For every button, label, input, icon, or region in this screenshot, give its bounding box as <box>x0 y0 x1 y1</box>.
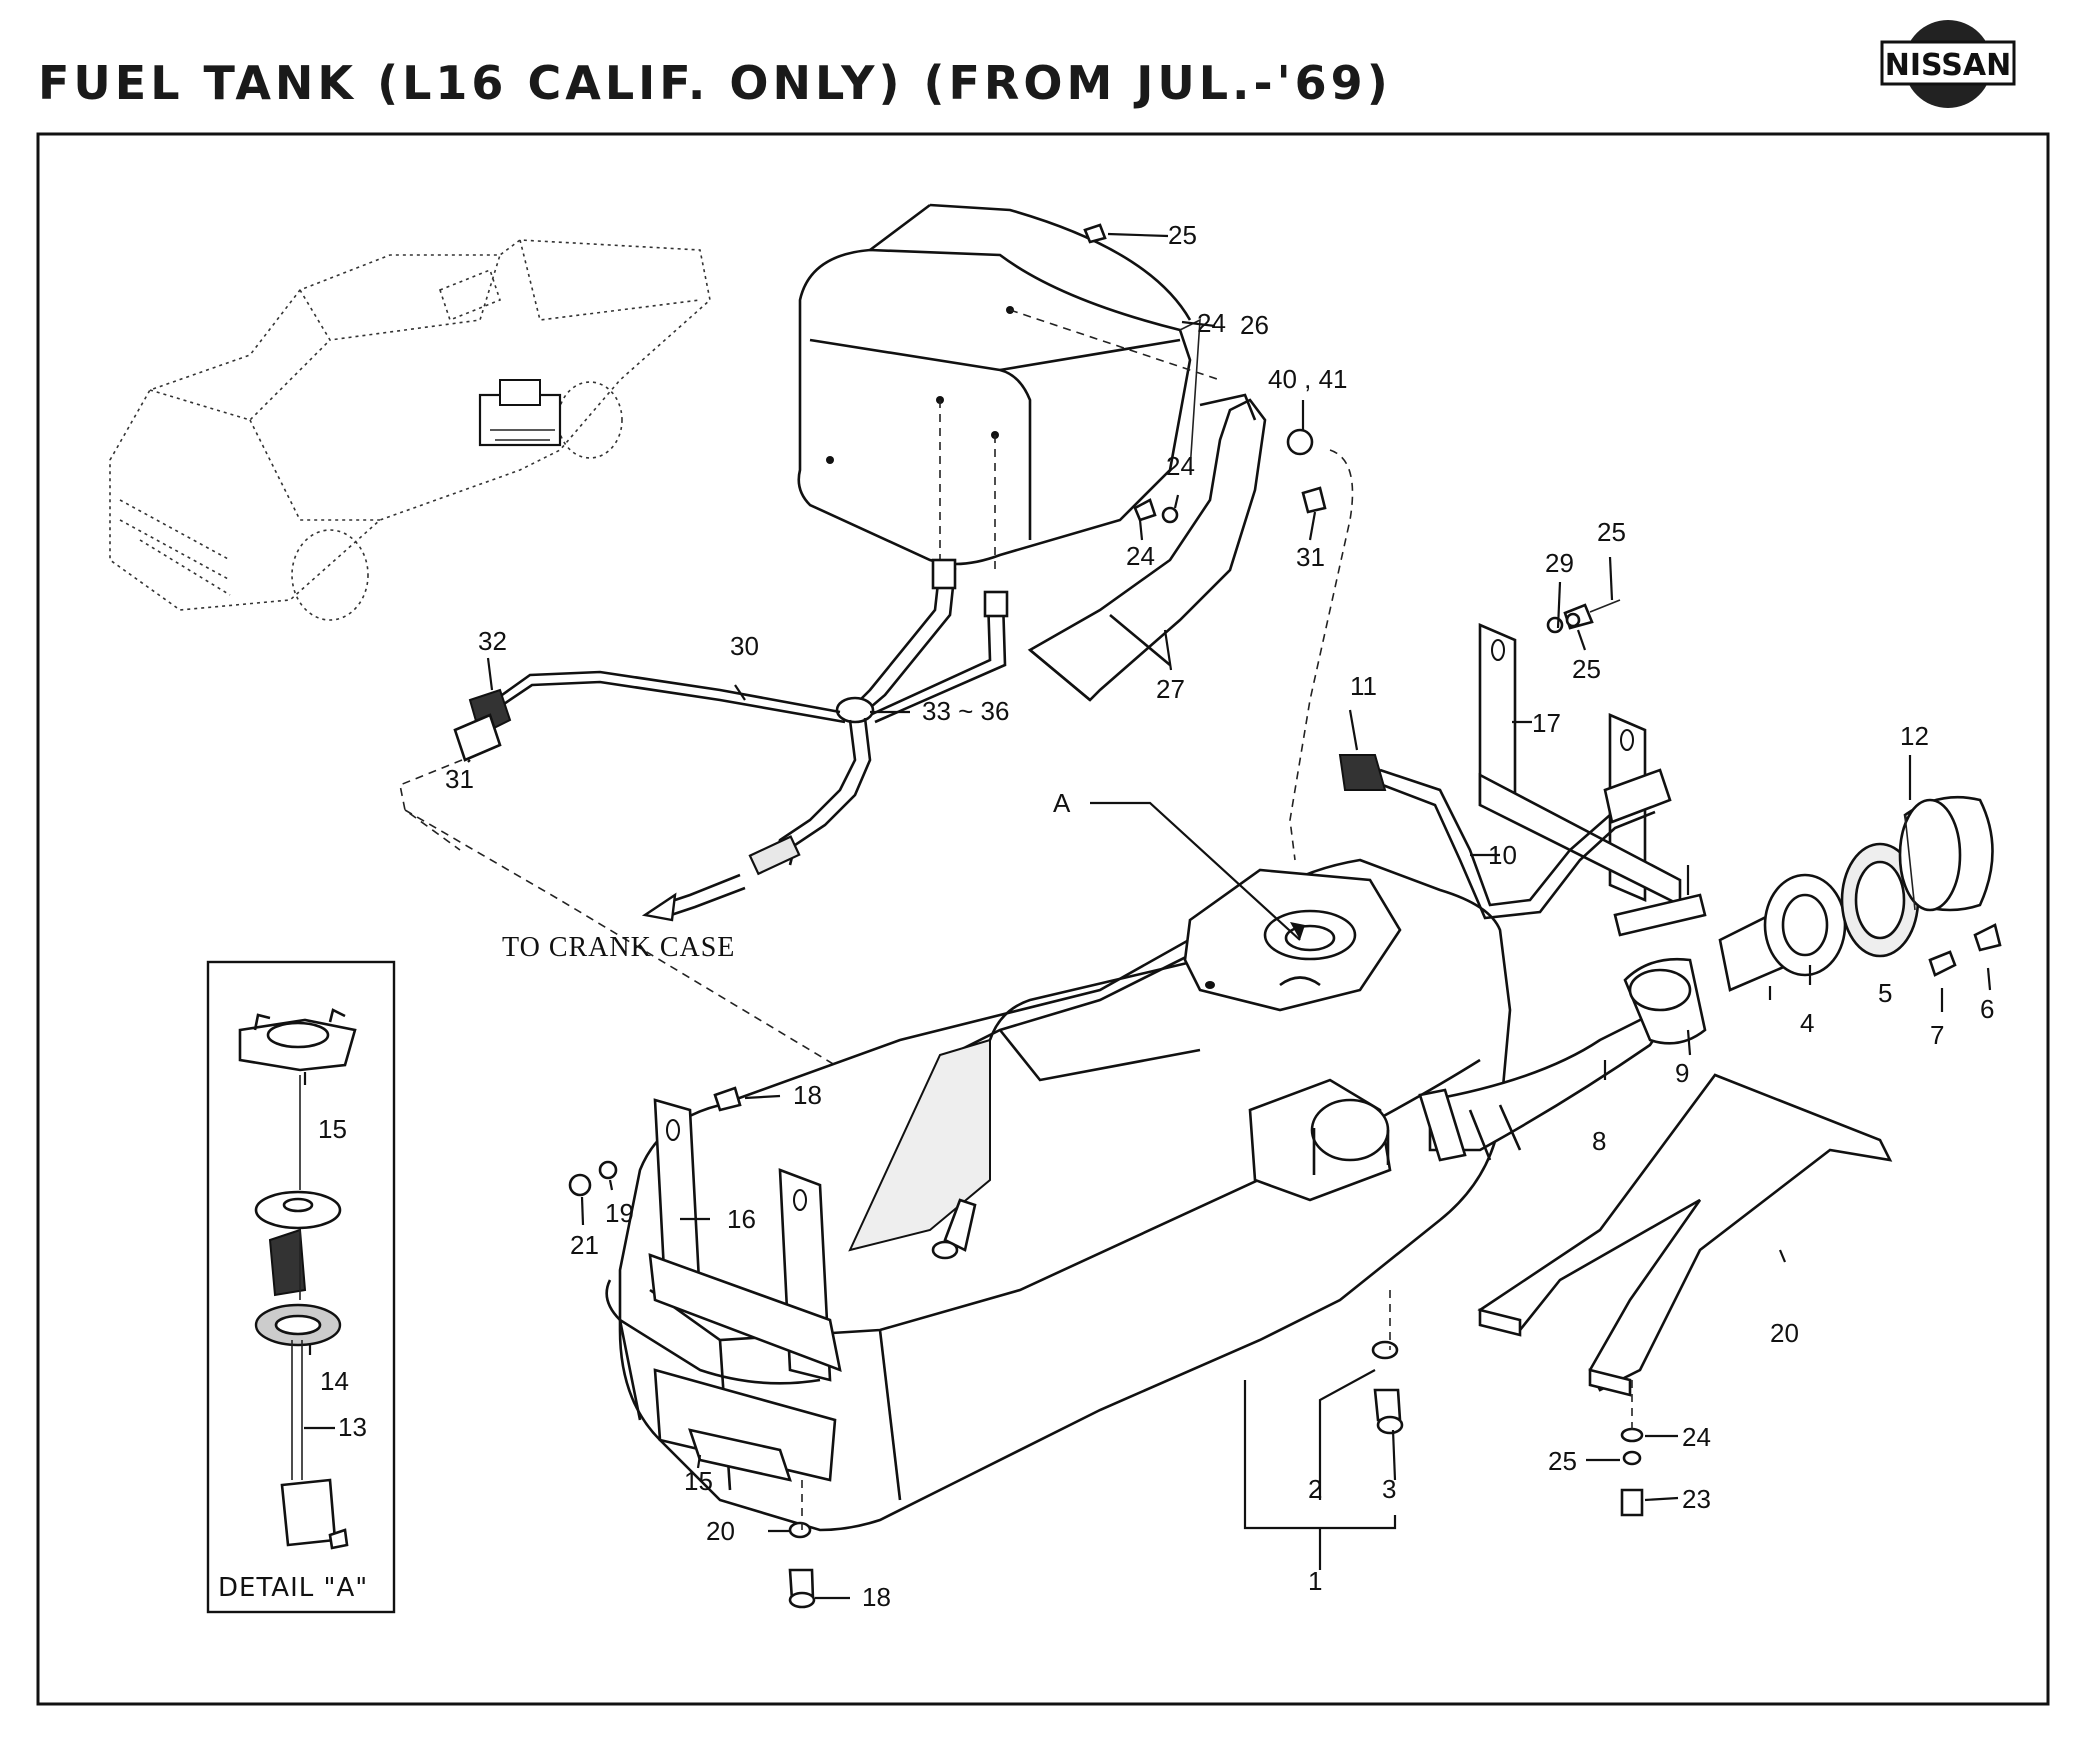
part-label: 23 <box>1682 1484 1711 1514</box>
vapor-tube <box>399 670 846 851</box>
part-label: 1 <box>1308 1566 1322 1596</box>
diagram-title: FUEL TANK (L16 CALIF. ONLY) (FROM JUL.-'… <box>38 56 1392 110</box>
part-label: 8 <box>1592 1126 1606 1156</box>
part-label: 31 <box>1296 542 1325 572</box>
tank-bracket-16 <box>648 1098 842 1382</box>
nissan-logo-text: NISSAN <box>1885 48 2011 83</box>
part-label: 20 <box>706 1516 735 1546</box>
diagram-frame <box>36 132 2050 1706</box>
part-label: 19 <box>605 1198 634 1228</box>
part-label: 30 <box>730 631 759 661</box>
part-label: 6 <box>1980 994 1994 1024</box>
part-label: 25 <box>1572 654 1601 684</box>
part-label: 15 <box>318 1114 347 1144</box>
part-label: 31 <box>445 764 474 794</box>
part-label: 16 <box>727 1204 756 1234</box>
part-label: 29 <box>1545 548 1574 578</box>
part-label: 25 <box>1548 1446 1577 1476</box>
part-label: 11 <box>1350 671 1377 701</box>
to-crank-case-caption: TO CRANK CASE <box>502 932 735 963</box>
truck-location-sketch <box>109 239 711 621</box>
part-label: 40 , 41 <box>1268 364 1348 394</box>
part-label: 15 <box>684 1466 713 1496</box>
detail-a-caption: DETAIL "A" <box>218 1573 368 1603</box>
part-label: 3 <box>1382 1474 1396 1504</box>
part-label: 33 ~ 36 <box>922 696 1009 726</box>
nissan-logo: NISSAN <box>1880 20 2016 108</box>
part-label: 24 <box>1197 308 1226 338</box>
part-label: 7 <box>1930 1020 1944 1050</box>
part-label: 20 <box>1770 1318 1799 1348</box>
filler-hose <box>1418 957 1707 1162</box>
part-label: 5 <box>1878 978 1892 1008</box>
part-label: 25 <box>1597 517 1626 547</box>
part-label: 27 <box>1156 674 1185 704</box>
part-label: 13 <box>338 1412 367 1442</box>
part-label: 26 <box>1240 310 1269 340</box>
leader-lines <box>303 232 1992 1600</box>
part-label: 14 <box>320 1366 349 1396</box>
vapor-hoses <box>748 558 1009 876</box>
part-label: 18 <box>862 1582 891 1612</box>
vapor-separator-tank <box>797 203 1221 570</box>
part-label: 24 <box>1682 1422 1711 1452</box>
part-label: 2 <box>1308 1474 1322 1504</box>
fuel-tank-body <box>605 858 1512 1532</box>
breather-hose-assembly <box>1338 754 1707 937</box>
tank-strap <box>1477 1073 1893 1397</box>
canister-bracket <box>1027 393 1267 702</box>
part-label: 21 <box>570 1230 599 1260</box>
part-label: 9 <box>1675 1058 1689 1088</box>
crank-case-arrow <box>641 873 746 922</box>
detail-a-inset <box>206 960 396 1614</box>
part-label: 17 <box>1532 708 1561 738</box>
part-label: 25 <box>1168 220 1197 250</box>
part-number-labels: 25 26 40 , 41 24 24 31 27 24 25 29 25 17… <box>218 220 1994 1612</box>
filler-neck-and-cap <box>1718 795 2002 992</box>
part-label: 10 <box>1488 840 1517 870</box>
part-label: A <box>1053 788 1071 818</box>
part-label: 24 <box>1126 541 1155 571</box>
part-label: 24 <box>1166 451 1195 481</box>
part-label: 32 <box>478 626 507 656</box>
part-label: 12 <box>1900 721 1929 751</box>
part-label: 4 <box>1800 1008 1814 1038</box>
hardware <box>568 223 1644 1609</box>
part-label: 18 <box>793 1080 822 1110</box>
